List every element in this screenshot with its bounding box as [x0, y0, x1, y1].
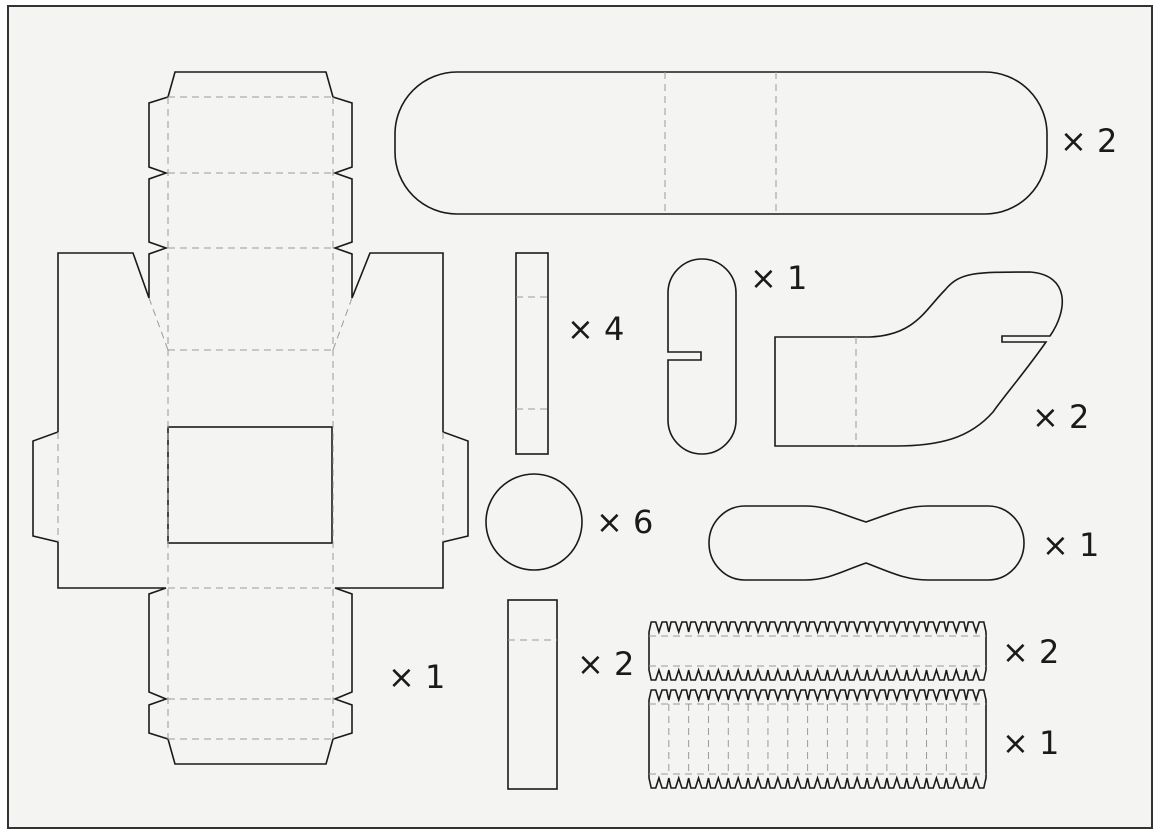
part-short-strip — [507, 599, 558, 790]
boot-piece-cut-line — [774, 271, 1063, 447]
toothed-strip-single-quantity: × 2 — [1002, 633, 1059, 671]
toothed-strip-single-cut-line — [648, 621, 987, 681]
part-toothed-strip-pleated — [648, 689, 987, 789]
boot-piece-quantity: × 2 — [1032, 398, 1089, 436]
sheet-border — [7, 5, 1153, 829]
toothed-strip-pleated-fold-lines — [649, 703, 986, 775]
slotted-capsule-cut-line — [667, 258, 737, 455]
slotted-capsule-quantity: × 1 — [750, 259, 807, 297]
narrow-strip-quantity: × 4 — [567, 310, 624, 348]
long-panel-cut-line — [394, 71, 1048, 215]
toothed-strip-pleated-quantity: × 1 — [1002, 724, 1059, 762]
disc-quantity: × 6 — [596, 503, 653, 541]
part-long-panel — [394, 71, 1048, 215]
part-box-body — [32, 71, 469, 765]
part-toothed-strip-single — [648, 621, 987, 681]
part-slotted-capsule — [667, 258, 737, 455]
part-narrow-strip — [515, 252, 549, 455]
part-bowtie-piece — [708, 505, 1025, 581]
short-strip-quantity: × 2 — [577, 645, 634, 683]
long-panel-quantity: × 2 — [1060, 122, 1117, 160]
disc-cut-line — [485, 473, 583, 571]
box-body-quantity: × 1 — [388, 658, 445, 696]
toothed-strip-pleated-cut-line — [648, 689, 987, 789]
toothed-strip-single-fold-lines — [649, 635, 986, 667]
part-disc — [485, 473, 583, 571]
box-body-fold-lines — [57, 96, 444, 740]
narrow-strip-fold-lines — [516, 296, 548, 410]
bowtie-piece-cut-line — [708, 505, 1025, 581]
bowtie-piece-quantity: × 1 — [1042, 526, 1099, 564]
narrow-strip-cut-line — [515, 252, 549, 455]
part-boot-piece — [774, 271, 1063, 447]
short-strip-cut-line — [507, 599, 558, 790]
